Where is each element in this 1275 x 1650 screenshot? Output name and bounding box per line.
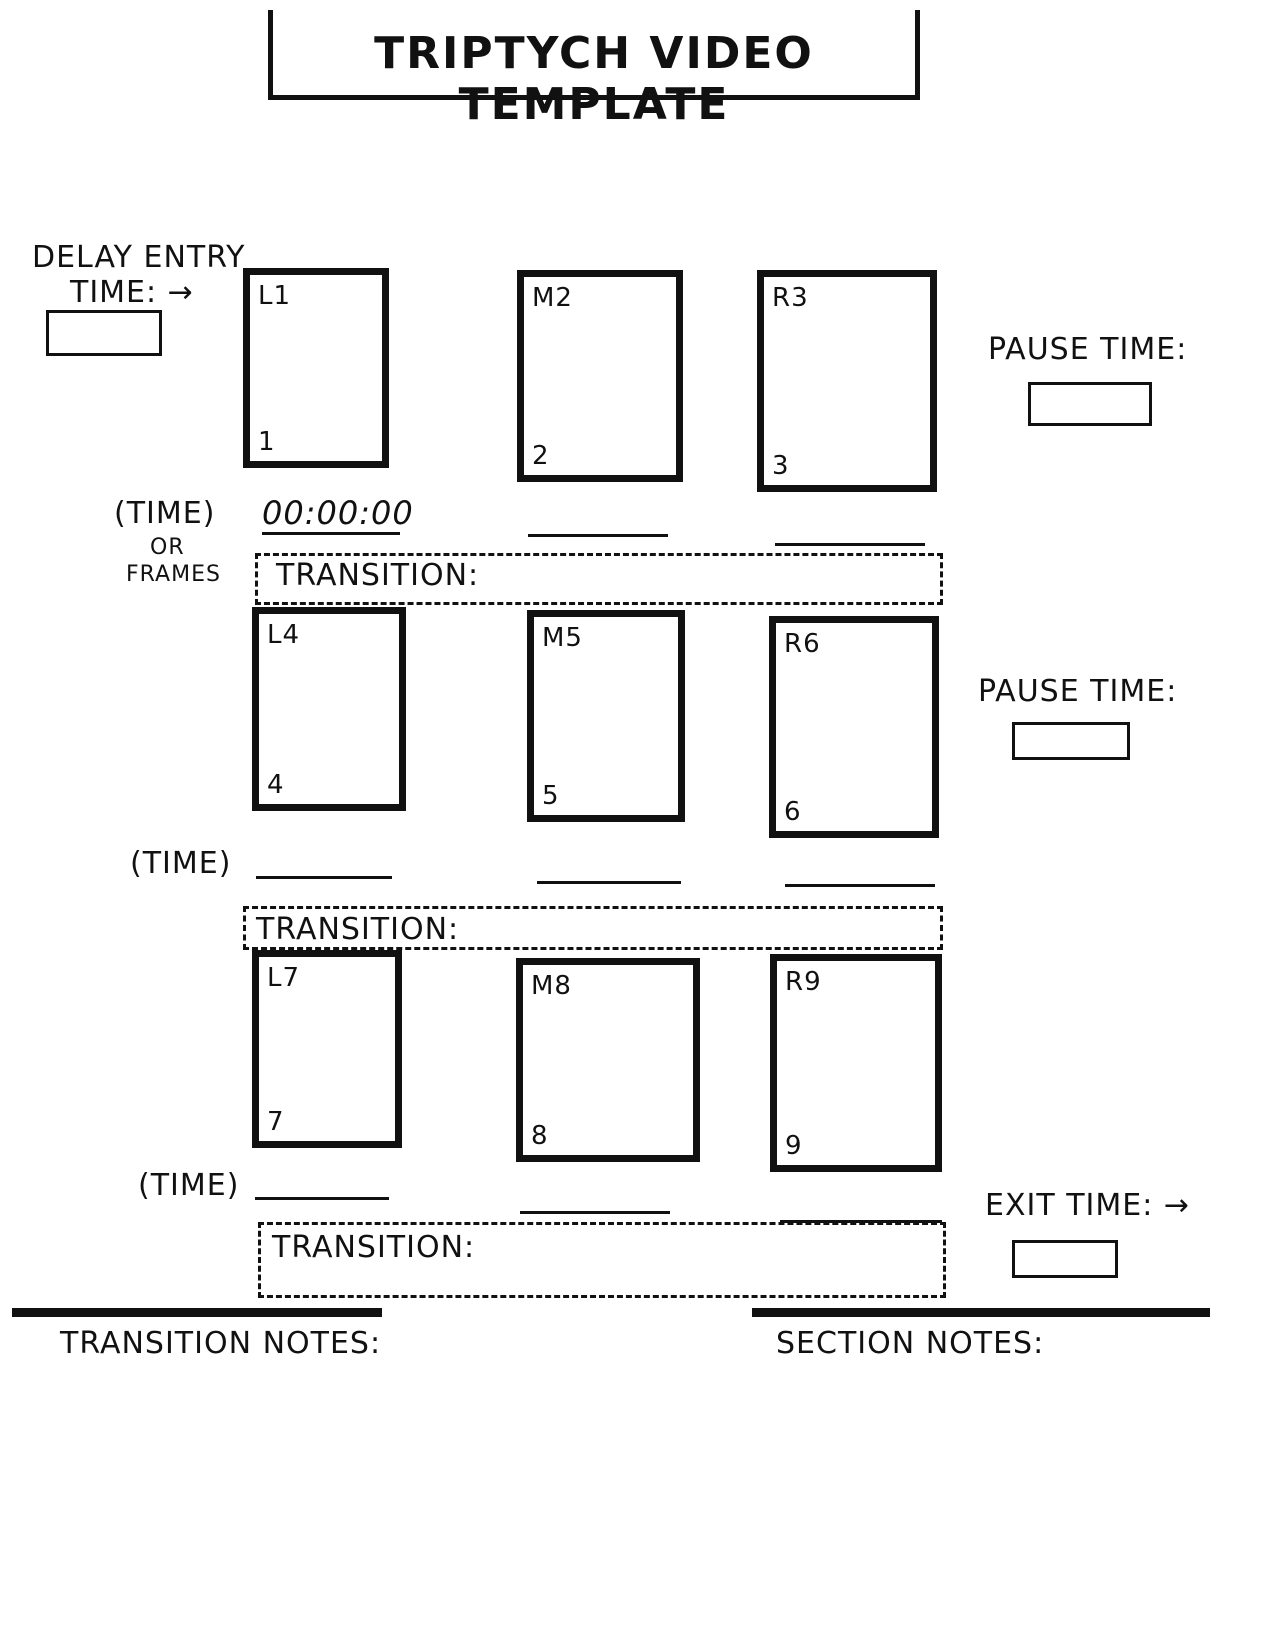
frame-code: L4 — [267, 620, 301, 650]
pause-time-field-1[interactable] — [1028, 382, 1152, 426]
frame-number: 2 — [532, 441, 550, 471]
frame-r6: R6 6 — [769, 616, 939, 838]
transition-label-1: TRANSITION: — [276, 558, 480, 593]
transition-box-1[interactable] — [255, 553, 943, 605]
time-label-1: (TIME) — [114, 496, 216, 531]
time-line-m8[interactable] — [520, 1211, 670, 1214]
frame-number: 4 — [267, 770, 285, 800]
delay-entry-time-label: TIME: → — [70, 275, 194, 310]
frame-code: R3 — [772, 283, 809, 313]
pause-time-label-2: PAUSE TIME: — [978, 674, 1178, 709]
arrow-right-icon: → — [167, 275, 194, 310]
frame-code: L7 — [267, 963, 301, 993]
frame-number: 8 — [531, 1121, 549, 1151]
delay-entry-label: DELAY ENTRY — [32, 240, 246, 275]
frame-number: 5 — [542, 781, 560, 811]
delay-entry-time-field[interactable] — [46, 310, 162, 356]
time-value-l1[interactable]: 00:00:00 — [262, 494, 414, 532]
or-label: OR — [150, 535, 185, 560]
time-label-2: (TIME) — [130, 846, 232, 881]
frame-m2: M2 2 — [517, 270, 683, 482]
transition-box-3[interactable] — [258, 1222, 946, 1298]
section-notes-divider — [752, 1308, 1210, 1317]
transition-label-3: TRANSITION: — [272, 1230, 476, 1265]
frame-number: 9 — [785, 1131, 803, 1161]
frame-r3: R3 3 — [757, 270, 937, 492]
frame-l4: L4 4 — [252, 607, 406, 811]
transition-box-2[interactable] — [243, 906, 943, 950]
frame-m5: M5 5 — [527, 610, 685, 822]
time-line-l4[interactable] — [256, 876, 392, 879]
time-line-l7[interactable] — [255, 1197, 389, 1200]
time-line-m2[interactable] — [528, 534, 668, 537]
transition-label-2: TRANSITION: — [256, 912, 460, 947]
pause-time-label-1: PAUSE TIME: — [988, 332, 1188, 367]
section-notes-area[interactable] — [760, 1380, 1220, 1620]
frame-number: 7 — [267, 1107, 285, 1137]
frame-code: M2 — [532, 283, 573, 313]
transition-notes-divider — [12, 1308, 382, 1317]
time-line-m5[interactable] — [537, 881, 681, 884]
transition-notes-label: TRANSITION NOTES: — [60, 1326, 382, 1361]
time-line-r9[interactable] — [780, 1220, 942, 1223]
frame-code: R6 — [784, 629, 821, 659]
time-line-l1 — [262, 532, 400, 535]
section-notes-label: SECTION NOTES: — [776, 1326, 1045, 1361]
frame-number: 1 — [258, 427, 276, 457]
frame-code: L1 — [258, 281, 292, 311]
frame-code: R9 — [785, 967, 822, 997]
frame-code: M5 — [542, 623, 583, 653]
frame-l7: L7 7 — [252, 950, 402, 1148]
exit-time-label: EXIT TIME: → — [985, 1188, 1191, 1223]
frame-l1: L1 1 — [243, 268, 389, 468]
frame-code: M8 — [531, 971, 572, 1001]
frame-r9: R9 9 — [770, 954, 942, 1172]
title-frame — [268, 10, 920, 100]
frame-number: 3 — [772, 451, 790, 481]
time-label-3: (TIME) — [138, 1168, 240, 1203]
arrow-right-icon: → — [1163, 1188, 1191, 1223]
time-line-r3[interactable] — [775, 543, 925, 546]
time-line-r6[interactable] — [785, 884, 935, 887]
transition-notes-area[interactable] — [40, 1380, 600, 1620]
frame-number: 6 — [784, 797, 802, 827]
frames-label: FRAMES — [126, 562, 221, 587]
pause-time-field-2[interactable] — [1012, 722, 1130, 760]
page-title: TRIPTYCH VIDEO TEMPLATE — [374, 28, 814, 130]
exit-time-field[interactable] — [1012, 1240, 1118, 1278]
frame-m8: M8 8 — [516, 958, 700, 1162]
